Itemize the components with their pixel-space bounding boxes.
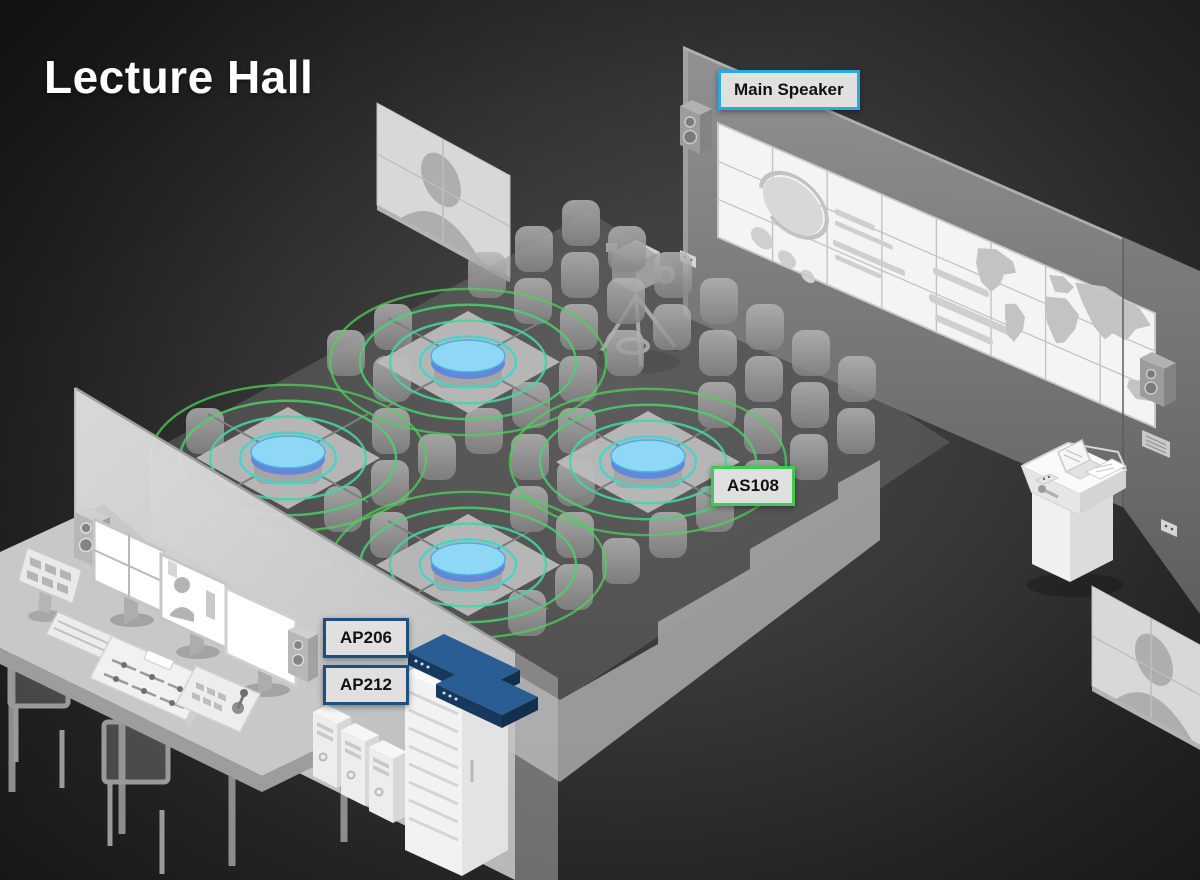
seat [745, 356, 783, 402]
seat [746, 304, 784, 350]
seat [371, 460, 409, 506]
seat [327, 330, 365, 376]
sound-wave-ring [238, 431, 338, 485]
monitor-blank [224, 585, 298, 697]
sound-wave-ring [388, 319, 548, 405]
seat [653, 304, 691, 350]
seat [837, 408, 875, 454]
seat [324, 486, 362, 532]
sound-wave-ring [358, 303, 578, 421]
label-ap206: AP206 [323, 618, 409, 658]
presenter-avatar [1135, 633, 1173, 686]
seat [559, 356, 597, 402]
wall-outlet-right [1161, 519, 1177, 537]
sound-wave-ring [328, 287, 608, 437]
desk-speaker-right [288, 625, 318, 682]
sound-wave-ring [208, 415, 368, 501]
label-ap212: AP212 [323, 665, 409, 705]
touch-control-panel [16, 545, 84, 622]
seat [468, 252, 506, 298]
rack-slats [408, 690, 459, 842]
seat [654, 252, 692, 298]
ceiling-speakers [250, 339, 686, 591]
seat [465, 408, 503, 454]
podium-paper [1084, 458, 1128, 480]
ceiling-speaker-disc [430, 339, 506, 373]
sound-wave-ring [538, 403, 758, 521]
podium-outlet [1034, 473, 1060, 485]
wall-speaker-left [680, 100, 712, 154]
ceiling-speaker-disc [250, 435, 326, 469]
sound-wave-ring [418, 335, 518, 389]
seat [418, 434, 456, 480]
laptop [1057, 438, 1106, 480]
seat [606, 330, 644, 376]
sound-wave-ring [388, 522, 548, 608]
monitor-video-conference [159, 551, 228, 659]
seat [700, 278, 738, 324]
operator-chair-2 [101, 719, 171, 874]
sound-wave-ring [418, 538, 518, 592]
wall-vent [1142, 430, 1170, 458]
video-wall-display [717, 121, 1156, 429]
seat [607, 278, 645, 324]
wall-speaker-right [1140, 352, 1176, 407]
control-room-desk [0, 504, 360, 874]
confidence-screen [1091, 585, 1200, 756]
pc-towers [313, 705, 407, 823]
world-map [976, 248, 1153, 402]
seat [608, 226, 646, 272]
seat [699, 330, 737, 376]
seat [555, 564, 593, 610]
page-title: Lecture Hall [44, 51, 314, 103]
tier-steps [505, 460, 880, 782]
seat [791, 382, 829, 428]
seat [790, 434, 828, 480]
presentation-dashboard [751, 170, 1015, 345]
seat [556, 512, 594, 558]
pc-tower [369, 740, 407, 823]
seat [792, 330, 830, 376]
seat [515, 226, 553, 272]
label-main-speaker: Main Speaker [718, 70, 860, 110]
network-device-2 [436, 666, 538, 728]
equipment-rack [405, 634, 538, 876]
podium [1020, 438, 1128, 597]
sound-wave-ring [568, 419, 728, 505]
camera-joystick-controller [174, 665, 262, 733]
seat [602, 538, 640, 584]
seat [372, 408, 410, 454]
seat [558, 408, 596, 454]
label-as108: AS108 [711, 466, 795, 506]
sound-wave-ring [598, 435, 698, 489]
seat [560, 304, 598, 350]
sound-wave-ring [508, 387, 788, 537]
seat [698, 382, 736, 428]
seat [838, 356, 876, 402]
ceiling-speaker-disc [610, 439, 686, 473]
microphone [1038, 485, 1059, 499]
presenter-avatar [421, 152, 461, 208]
ceiling-speaker-disc [430, 542, 506, 576]
seat [744, 408, 782, 454]
seat [561, 252, 599, 298]
seat [562, 200, 600, 246]
